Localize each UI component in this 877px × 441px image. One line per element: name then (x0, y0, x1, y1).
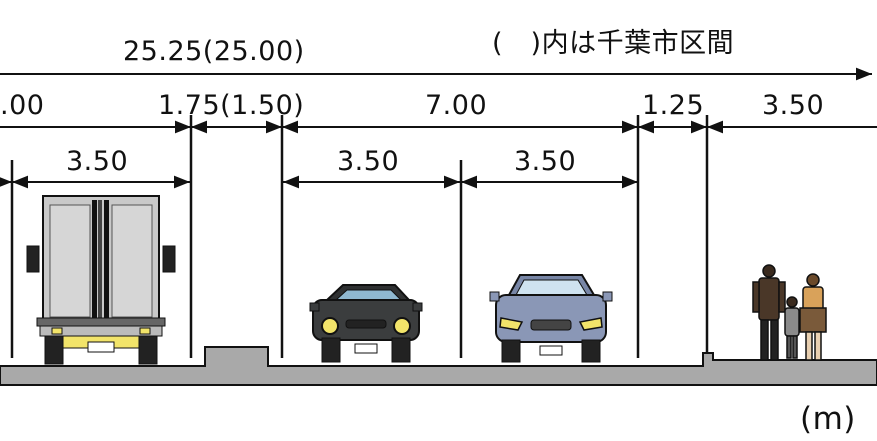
car-blue-illustration (489, 274, 613, 363)
left-lane-partial-label: .00 (0, 90, 45, 121)
total-width-label: 25.25(25.00) (123, 36, 305, 67)
road-surface (0, 346, 877, 386)
shoulder-label: 1.25 (642, 90, 705, 121)
carriageway-label: 7.00 (425, 90, 488, 121)
dimension-lines (0, 67, 877, 189)
pedestrians-illustration (752, 264, 827, 361)
boundary-lines (10, 115, 709, 358)
sidewalk-label: 3.50 (762, 90, 825, 121)
lane-left-label: 3.50 (66, 146, 129, 177)
lane2-label: 3.50 (514, 146, 577, 177)
truck-illustration (26, 195, 176, 365)
unit-label: (m) (800, 401, 856, 437)
note-label: ( )内は千葉市区間 (492, 28, 735, 59)
car-dark-illustration (309, 284, 423, 363)
lane1-label: 3.50 (337, 146, 400, 177)
median-label: 1.75(1.50) (158, 90, 305, 121)
